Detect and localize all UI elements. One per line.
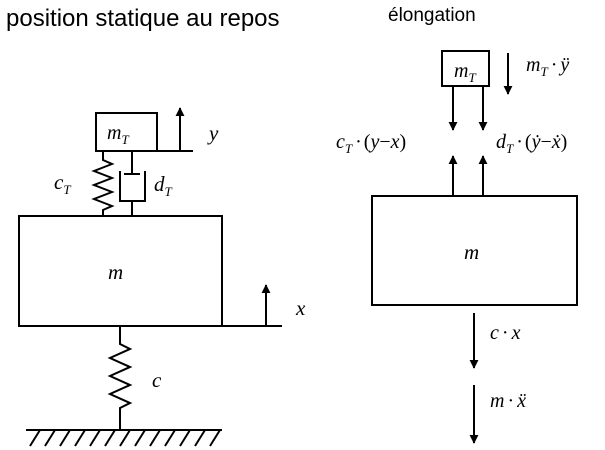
main-inertia-label: m·ẍ xyxy=(490,390,526,412)
tmd-mass-label-fbd: mT xyxy=(454,60,476,85)
tmd-mass-block-fbd xyxy=(441,50,490,87)
main-spring xyxy=(107,326,133,430)
spring-force-label: cT·(y−x) xyxy=(336,131,406,156)
main-spring-label: c xyxy=(152,368,162,392)
tmd-damper xyxy=(119,151,146,216)
coordinate-y-label: y xyxy=(207,121,219,145)
tmd-mass-label: mT xyxy=(107,122,129,147)
left-diagram-labels: m mT cT dT c y x xyxy=(54,121,306,392)
main-mass-label: m xyxy=(108,260,123,284)
main-mass-label-fbd: m xyxy=(464,240,479,264)
right-diagram xyxy=(371,50,578,444)
damper-force-label: dT·(ẏ−ẋ) xyxy=(496,131,567,156)
tmd-spring xyxy=(91,151,115,216)
tmd-inertia-label: mT·ÿ xyxy=(526,54,569,79)
left-diagram xyxy=(18,107,282,447)
right-diagram-labels: mT mT·ÿ cT·(y−x) dT·(ẏ−ẋ) m c·x m·ẍ xyxy=(336,54,569,412)
title-elongation: élongation xyxy=(388,5,476,26)
tmd-damper-label: dT xyxy=(154,172,173,199)
ground-hatch xyxy=(26,429,222,447)
tmd-mass-block xyxy=(95,112,158,152)
main-mass-block-fbd xyxy=(371,195,578,306)
main-spring-force-label: c·x xyxy=(490,322,521,344)
coordinate-x-label: x xyxy=(295,296,306,320)
title-static-position: position statique au repos xyxy=(6,5,280,32)
main-mass-block xyxy=(18,215,223,327)
tmd-spring-label: cT xyxy=(54,170,71,197)
